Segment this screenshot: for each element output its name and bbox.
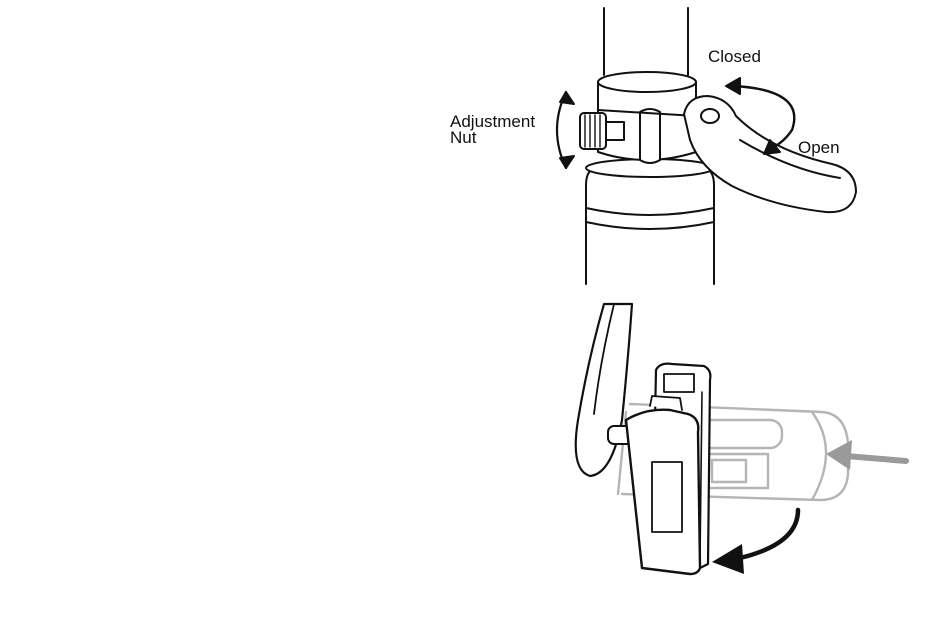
clamp-slot (640, 109, 660, 163)
lever-arm (576, 304, 632, 476)
push-arrowhead (826, 440, 852, 470)
nut-rotation-arrowhead-top (560, 92, 574, 104)
lever-pivot-hole (701, 109, 719, 123)
nut-rotation-arrowhead-bottom (560, 156, 574, 168)
push-arrow-shaft (846, 456, 906, 461)
lever-clip-illustration (576, 304, 906, 574)
label-closed: Closed (708, 47, 761, 66)
label-adjustment-nut-line2: Nut (450, 128, 477, 147)
adjustment-nut-shaft (606, 122, 624, 140)
label-open: Open (798, 138, 840, 157)
clip-front-window (652, 462, 682, 532)
release-arrow (740, 510, 798, 558)
clamp-collar-top (598, 72, 696, 92)
clip-top-tab (664, 374, 694, 392)
release-arrowhead (712, 544, 744, 574)
closed-arrowhead (726, 78, 740, 94)
adjustment-nut (580, 113, 606, 149)
